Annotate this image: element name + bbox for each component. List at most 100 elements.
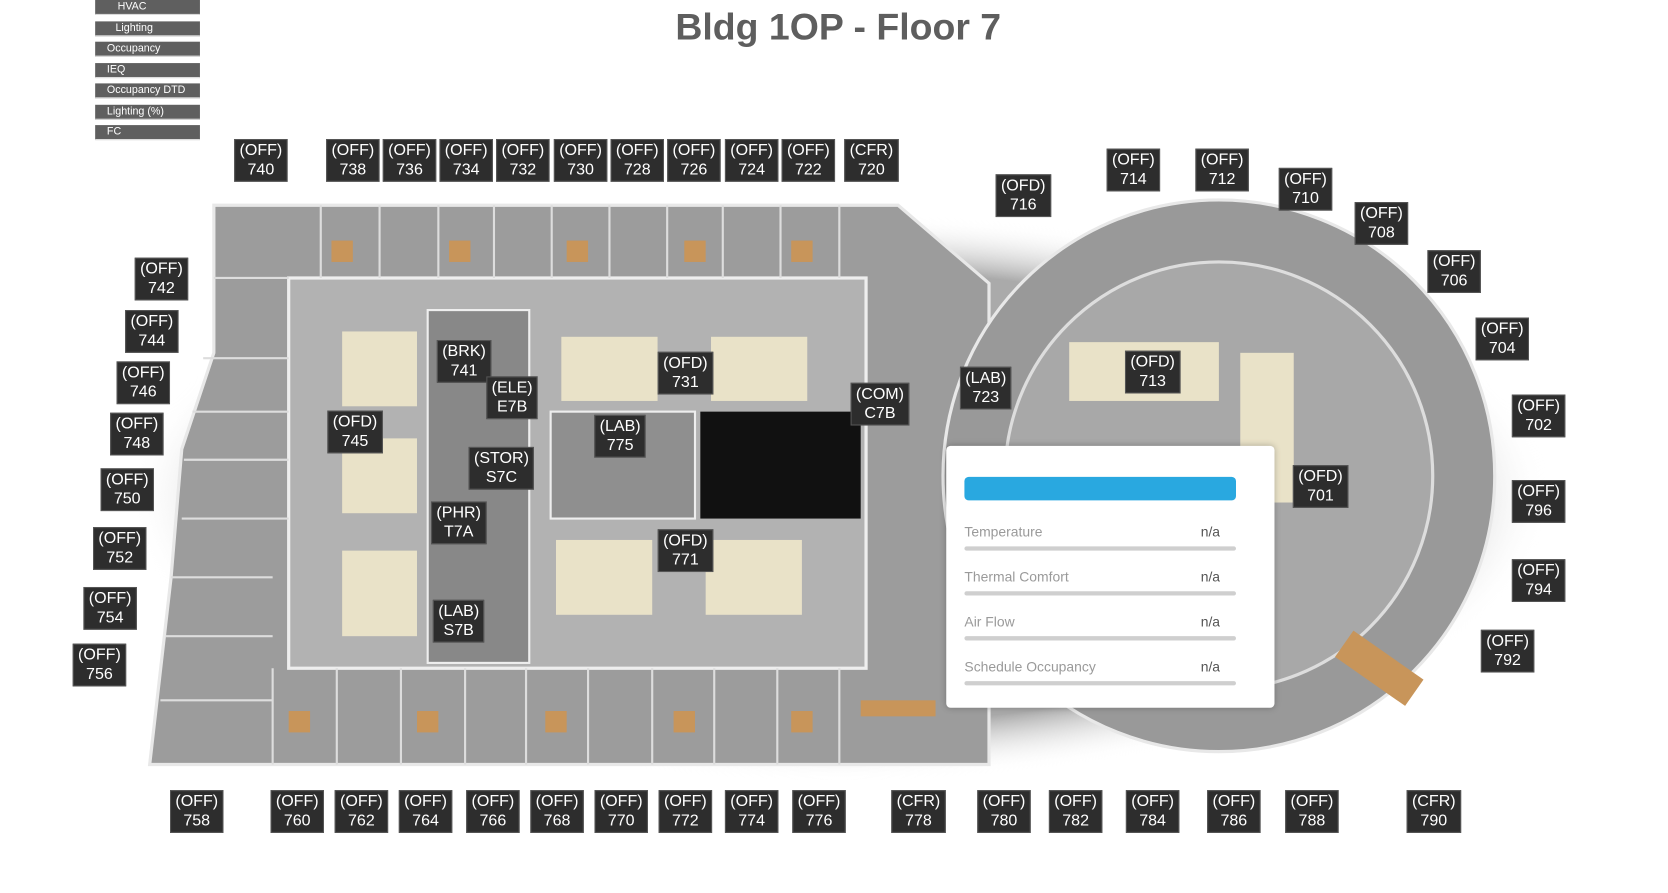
room-type: (COM) [855, 384, 905, 404]
room-label-724[interactable]: (OFF)724 [724, 138, 779, 182]
room-label-741[interactable]: (BRK)741 [436, 340, 492, 383]
room-label-c7b[interactable]: (COM)C7B [850, 382, 910, 426]
room-type: (OFF) [331, 141, 375, 160]
room-label-775[interactable]: (LAB)775 [594, 414, 646, 458]
room-number: 732 [509, 160, 537, 179]
room-label-790[interactable]: (CFR)790 [1406, 790, 1461, 833]
room-label-784[interactable]: (OFF)784 [1125, 790, 1180, 833]
room-label-714[interactable]: (OFF)714 [1106, 148, 1161, 192]
room-label-762[interactable]: (OFF)762 [334, 790, 389, 833]
room-label-732[interactable]: (OFF)732 [496, 138, 550, 182]
room-number: 724 [738, 160, 766, 179]
workstations [342, 331, 1294, 637]
room-label-746[interactable]: (OFF)746 [116, 361, 170, 405]
room-type: (OFF) [501, 141, 545, 160]
room-label-786[interactable]: (OFF)786 [1207, 790, 1261, 833]
metric-value: n/a [1200, 523, 1221, 540]
room-label-758[interactable]: (OFF)758 [170, 790, 224, 833]
room-number: 784 [1139, 811, 1166, 830]
room-label-752[interactable]: (OFF)752 [93, 527, 147, 570]
room-label-748[interactable]: (OFF)748 [110, 412, 164, 456]
room-number: 766 [479, 811, 507, 830]
room-type: (STOR) [473, 449, 529, 468]
room-label-s7b[interactable]: (LAB)S7B [432, 599, 485, 643]
room-number: 760 [283, 811, 311, 830]
room-label-701[interactable]: (OFD)701 [1292, 465, 1349, 508]
room-label-782[interactable]: (OFF)782 [1048, 790, 1103, 833]
room-number: 776 [805, 811, 833, 830]
room-type: (OFD) [1130, 352, 1175, 372]
room-number: 738 [339, 160, 367, 179]
room-label-s7c[interactable]: (STOR)S7C [468, 446, 535, 490]
room-label-723[interactable]: (LAB)723 [959, 366, 1012, 410]
metric-value: n/a [1200, 568, 1221, 585]
room-number: 702 [1525, 415, 1552, 435]
room-label-770[interactable]: (OFF)770 [594, 790, 648, 833]
room-label-772[interactable]: (OFF)772 [658, 790, 713, 833]
room-label-736[interactable]: (OFF)736 [382, 138, 437, 182]
room-label-706[interactable]: (OFF)706 [1427, 250, 1481, 293]
layer-button-hvac[interactable]: HVAC [95, 0, 200, 15]
room-label-728[interactable]: (OFF)728 [610, 138, 664, 182]
room-label-712[interactable]: (OFF)712 [1195, 148, 1249, 192]
room-label-731[interactable]: (OFD)731 [657, 351, 713, 395]
room-label-771[interactable]: (OFD)771 [657, 529, 713, 573]
room-label-710[interactable]: (OFF)710 [1278, 167, 1333, 211]
layer-button-occupancy-dtd[interactable]: Occupancy DTD [95, 83, 200, 99]
layer-button-ieq[interactable]: IEQ [95, 63, 200, 79]
room-number: 752 [106, 548, 134, 567]
room-label-780[interactable]: (OFF)780 [977, 790, 1031, 833]
metric-bar [964, 591, 1236, 596]
room-label-720[interactable]: (CFR)720 [844, 138, 899, 182]
room-label-713[interactable]: (OFD)713 [1124, 350, 1181, 394]
layer-button-fc[interactable]: FC [95, 125, 200, 141]
room-label-740[interactable]: (OFF)740 [234, 138, 288, 182]
room-label-788[interactable]: (OFF)788 [1285, 790, 1339, 833]
room-label-716[interactable]: (OFD)716 [995, 174, 1051, 218]
layer-button-lighting[interactable]: Lighting (%) [95, 104, 200, 120]
room-label-702[interactable]: (OFF)702 [1511, 394, 1566, 438]
room-label-t7a[interactable]: (PHR)T7A [431, 501, 487, 545]
room-label-730[interactable]: (OFF)730 [553, 138, 608, 182]
room-number: 754 [96, 608, 124, 627]
layer-button-occupancy[interactable]: Occupancy [95, 41, 200, 57]
room-label-756[interactable]: (OFF)756 [72, 643, 127, 687]
room-label-708[interactable]: (OFF)708 [1354, 202, 1409, 245]
room-label-768[interactable]: (OFF)768 [530, 790, 584, 833]
room-label-e7b[interactable]: (ELE)E7B [486, 376, 538, 420]
room-number: 758 [183, 811, 211, 830]
room-number: 728 [623, 160, 651, 179]
room-label-704[interactable]: (OFF)704 [1475, 317, 1529, 361]
room-type: (BRK) [442, 342, 486, 361]
room-label-726[interactable]: (OFF)726 [667, 138, 721, 182]
room-type: (OFF) [559, 141, 602, 160]
room-label-745[interactable]: (OFD)745 [327, 410, 383, 454]
room-type: (OFF) [471, 792, 515, 811]
metric-bar [964, 681, 1236, 686]
room-number: 731 [671, 373, 699, 392]
room-label-766[interactable]: (OFF)766 [466, 790, 520, 833]
room-label-754[interactable]: (OFF)754 [83, 586, 137, 630]
room-label-796[interactable]: (OFF)796 [1511, 480, 1566, 523]
room-label-742[interactable]: (OFF)742 [134, 257, 189, 301]
room-label-744[interactable]: (OFF)744 [125, 310, 179, 353]
room-label-774[interactable]: (OFF)774 [724, 790, 779, 833]
room-label-738[interactable]: (OFF)738 [326, 138, 380, 182]
layer-button-lighting[interactable]: Lighting [95, 21, 200, 37]
room-label-778[interactable]: (CFR)778 [891, 790, 946, 833]
room-number: 706 [1440, 271, 1468, 290]
metric-label: Schedule Occupancy [964, 658, 1096, 675]
room-number: 790 [1420, 811, 1448, 830]
room-label-764[interactable]: (OFF)764 [398, 790, 453, 833]
room-label-792[interactable]: (OFF)792 [1480, 629, 1535, 673]
room-label-750[interactable]: (OFF)750 [100, 468, 154, 512]
room-label-734[interactable]: (OFF)734 [439, 138, 493, 182]
room-label-760[interactable]: (OFF)760 [270, 790, 324, 833]
room-type: (OFF) [88, 589, 132, 608]
room-type: (OFF) [1517, 482, 1560, 501]
room-label-776[interactable]: (OFF)776 [792, 790, 846, 833]
room-label-722[interactable]: (OFF)722 [781, 138, 836, 182]
room-label-794[interactable]: (OFF)794 [1511, 559, 1566, 602]
